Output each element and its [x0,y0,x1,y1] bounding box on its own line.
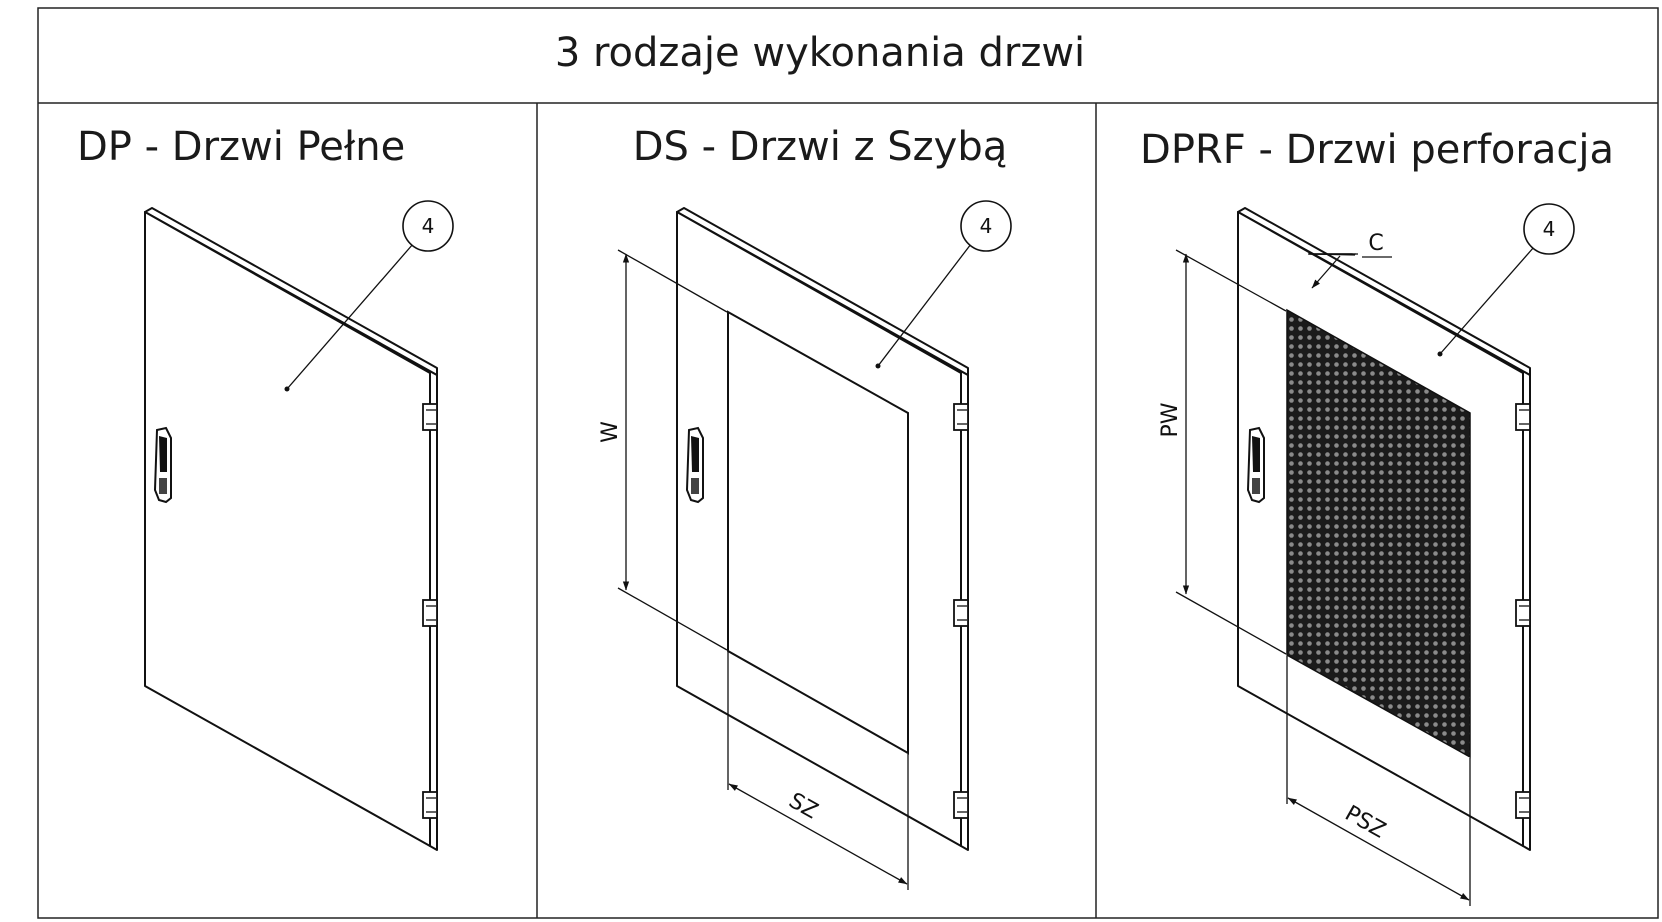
hinge-icon [1515,791,1531,819]
balloon-marker [1523,203,1575,255]
hinge-icon [422,791,438,819]
table-frame [37,7,1659,919]
table-title: 3 rodzaje wykonania drzwi [555,30,1085,76]
hinge-icon [1515,403,1531,431]
full-door-drawing: 4 [144,200,454,851]
detail-callout: C [1308,231,1392,289]
dimension-height: PW [1158,249,1287,655]
dimension-label-pw: PW [1158,402,1183,437]
glass-door-drawing: W SZ 4 [598,200,1012,890]
perforated-door-drawing: PW PSZ C 4 [1158,203,1575,906]
balloon-label: 4 [980,214,993,238]
hinge-icon [953,599,969,627]
panel-full-door: DP - Drzwi Pełne [77,124,454,851]
panel-perforated-door: DPRF - Drzwi perforacja [1140,127,1614,906]
hinge-icon [422,599,438,627]
perforated-area [1286,308,1471,759]
balloon-marker [960,200,1012,252]
hinge-icon [1515,599,1531,627]
balloon-label: 4 [1543,217,1556,241]
door-handle-icon [153,426,172,504]
hinge-icon [422,403,438,431]
door-handle-icon [685,426,704,504]
panel-heading-dp: DP - Drzwi Pełne [77,124,405,170]
dimension-height: W [598,249,728,651]
panel-heading-ds: DS - Drzwi z Szybą [633,124,1008,170]
dimension-label-psz: PSZ [1341,801,1390,844]
dimension-label-w: W [598,421,623,443]
glass-window [727,310,909,755]
detail-label-c: C [1368,231,1383,256]
balloon-label: 4 [422,214,435,238]
door-handle-icon [1246,426,1265,504]
hinge-icon [953,791,969,819]
panel-glass-door: DS - Drzwi z Szybą [598,124,1012,890]
panel-heading-dprf: DPRF - Drzwi perforacja [1140,127,1614,173]
balloon-marker [402,200,454,252]
hinge-icon [953,403,969,431]
